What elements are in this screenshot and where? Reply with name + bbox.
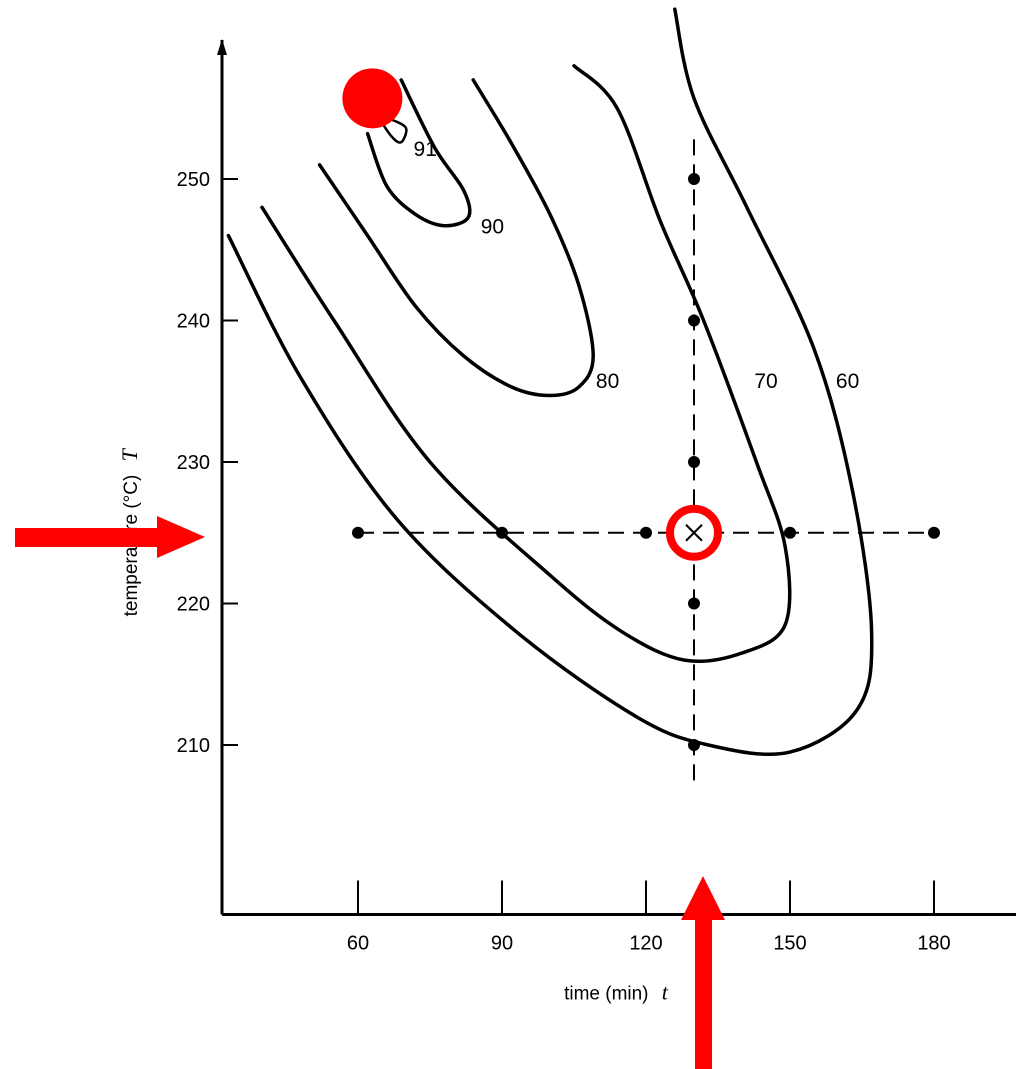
contour-label-70: 70 <box>754 370 777 393</box>
x-axis-title: time (min) t <box>564 980 669 1005</box>
y-tick-label: 240 <box>177 311 210 333</box>
design-point <box>640 526 652 539</box>
center-cross-b <box>685 524 703 542</box>
design-points-layer <box>352 173 940 751</box>
design-point <box>688 173 700 185</box>
design-point <box>784 526 796 539</box>
design-point <box>688 597 700 610</box>
y-axis-symbol: T <box>117 447 142 461</box>
design-point <box>928 526 940 539</box>
design-point <box>352 526 364 539</box>
contour-labels-layer: 91 90 80 70 60 <box>414 138 860 393</box>
x-axis-title-text: time (min) <box>564 984 648 1005</box>
contour-90 <box>365 78 472 228</box>
contour-label-80: 80 <box>596 370 619 393</box>
left-arrow-shaft <box>15 528 157 547</box>
axes-layer <box>217 38 1016 916</box>
contour-label-90: 90 <box>481 216 504 239</box>
x-tick-label: 90 <box>491 933 513 955</box>
highlight-layer <box>15 68 725 1069</box>
contour-label-91: 91 <box>414 138 437 161</box>
x-tick-label: 60 <box>347 933 369 955</box>
dashed-lines-layer <box>358 136 934 781</box>
x-tick-label: 150 <box>773 933 806 955</box>
contours-layer <box>226 7 874 757</box>
y-tick-label: 250 <box>177 169 210 191</box>
x-axis-symbol: t <box>662 980 669 1005</box>
design-point <box>496 526 508 539</box>
bottom-arrow-head <box>681 876 725 920</box>
y-tick-label: 220 <box>177 594 210 616</box>
ticks-layer: 60 90 120 150 180 210 220 230 240 250 <box>177 169 951 955</box>
design-point <box>688 314 700 327</box>
left-arrow-head <box>157 516 205 558</box>
y-tick-label: 230 <box>177 452 210 474</box>
design-point <box>688 456 700 468</box>
y-tick-label: 210 <box>177 735 210 757</box>
x-tick-label: 120 <box>629 933 662 955</box>
x-tick-label: 180 <box>917 933 950 955</box>
contour-label-60: 60 <box>836 370 859 393</box>
contour-80 <box>317 78 595 398</box>
design-point <box>688 739 700 751</box>
bottom-arrow-shaft <box>695 918 712 1069</box>
contour-60 <box>226 7 874 757</box>
contour-70 <box>260 64 792 664</box>
optimum-highlight-dot <box>342 68 403 129</box>
